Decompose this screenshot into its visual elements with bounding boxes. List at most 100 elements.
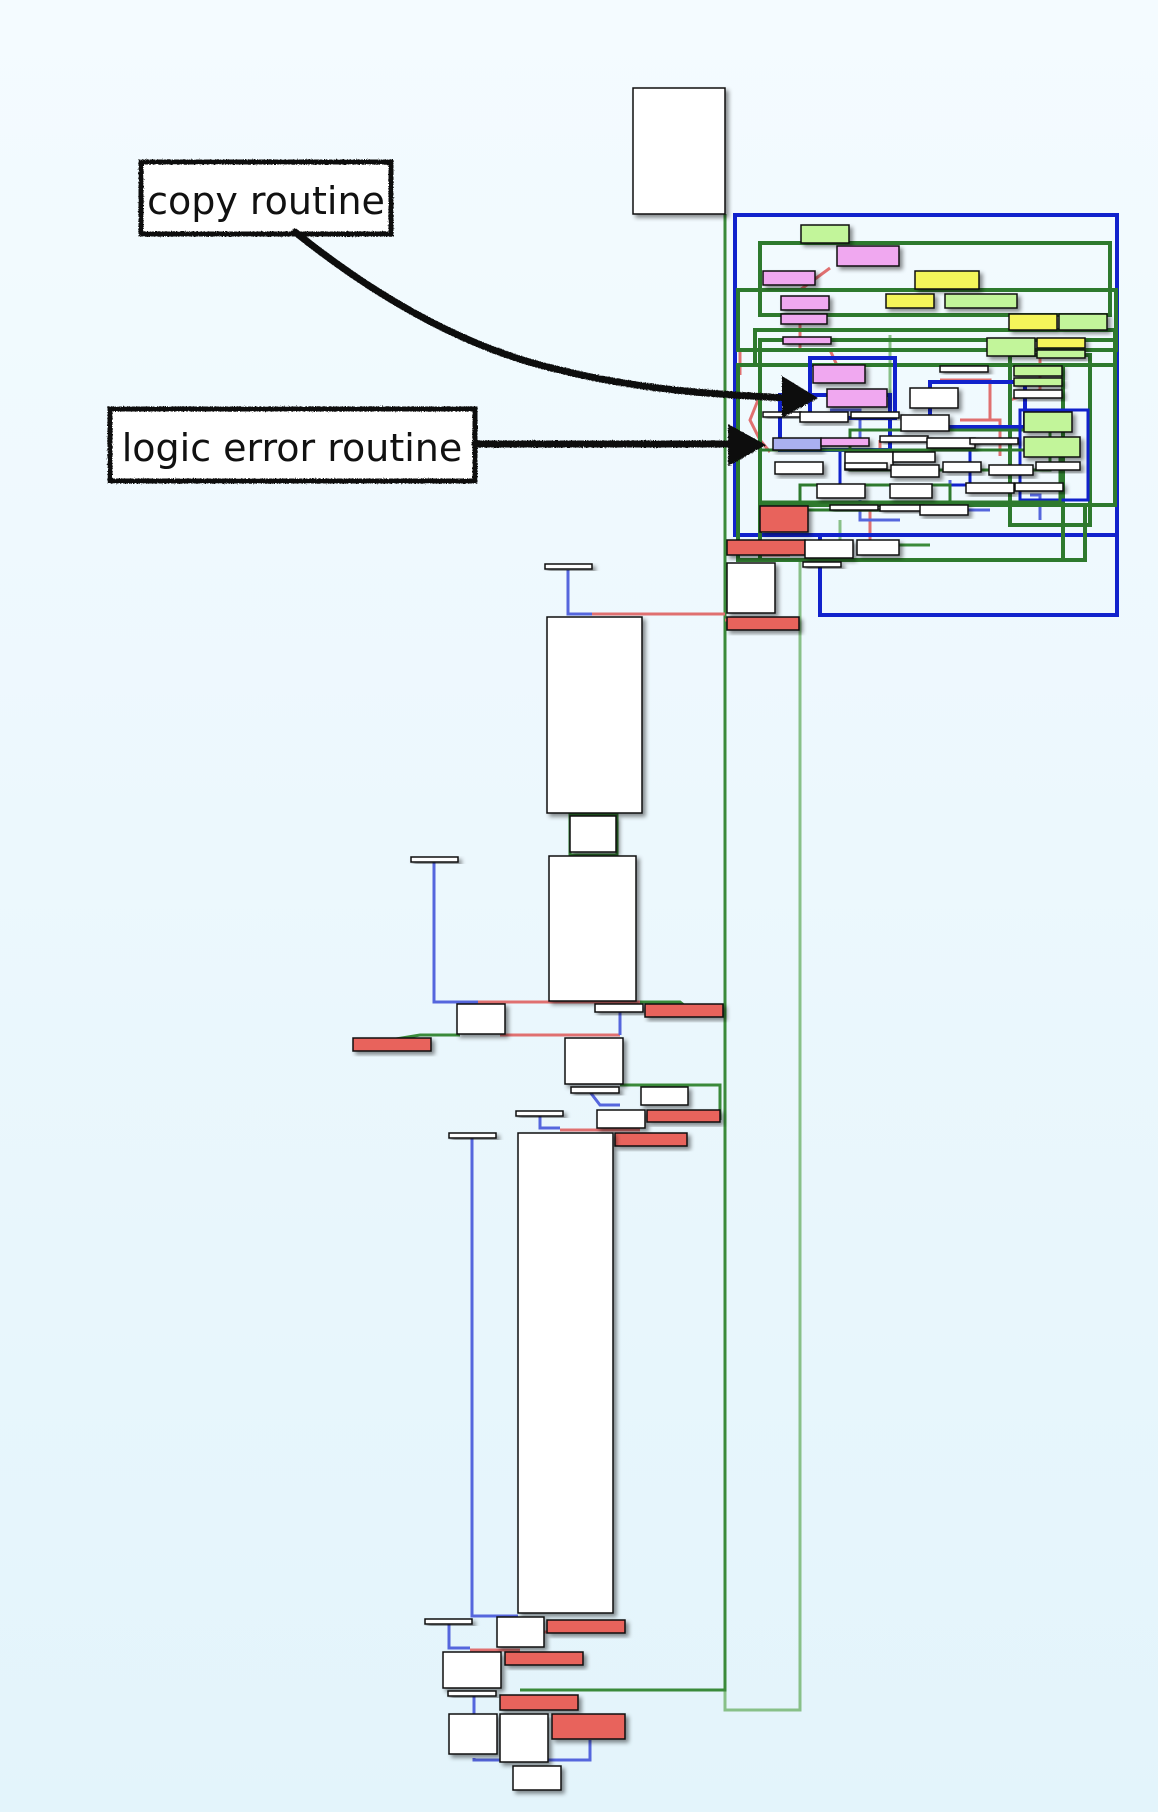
cfg-edge: [470, 1136, 518, 1618]
basic-block: [614, 1132, 688, 1147]
annotation-copy-routine: copy routine: [138, 159, 394, 237]
basic-block: [448, 1132, 497, 1139]
basic-block: [1014, 482, 1064, 492]
basic-block: [499, 1713, 549, 1763]
basic-block: [546, 616, 643, 814]
basic-block: [1035, 461, 1081, 471]
basic-block: [1058, 313, 1108, 331]
basic-block: [892, 451, 936, 463]
basic-block: [594, 1003, 644, 1013]
basic-block: [759, 505, 809, 533]
basic-block: [548, 855, 637, 1002]
basic-block: [640, 1086, 689, 1106]
basic-block: [850, 411, 900, 419]
basic-block: [512, 1765, 562, 1791]
loop-boxes-layer: [568, 213, 1119, 857]
loop-box: [818, 533, 1119, 617]
basic-block: [816, 483, 866, 499]
basic-block: [829, 504, 879, 511]
basic-block: [410, 856, 459, 863]
basic-block: [909, 387, 959, 409]
cfg-edge: [748, 394, 772, 453]
basic-block: [782, 336, 832, 345]
basic-block: [802, 561, 842, 568]
basic-block: [942, 461, 982, 473]
basic-block: [986, 337, 1036, 357]
basic-blocks-layer: [352, 87, 1108, 1791]
basic-block: [1013, 377, 1063, 387]
cfg-edge: [540, 1740, 592, 1762]
basic-block: [774, 461, 824, 475]
basic-block: [772, 437, 822, 451]
basic-block: [646, 1109, 721, 1123]
basic-block: [800, 224, 850, 244]
basic-block: [544, 563, 593, 570]
basic-block: [1023, 411, 1073, 433]
basic-block: [1036, 337, 1086, 349]
hand-drawn-arrow-icon: [291, 228, 818, 418]
basic-block: [456, 1003, 506, 1035]
basic-block: [1008, 313, 1058, 331]
basic-block: [1036, 349, 1086, 359]
cfg-edge: [520, 214, 727, 1692]
basic-block: [424, 1618, 473, 1625]
cfg-edge: [588, 1091, 620, 1107]
basic-block: [447, 1690, 497, 1697]
basic-block: [632, 87, 726, 215]
cfg-edge: [1030, 493, 1042, 520]
basic-block: [879, 435, 929, 443]
basic-block: [780, 313, 828, 325]
basic-block: [564, 1037, 624, 1085]
basic-block: [804, 539, 854, 559]
basic-block: [442, 1651, 502, 1689]
basic-block: [726, 539, 806, 556]
basic-block: [569, 815, 617, 853]
basic-block: [826, 388, 888, 408]
basic-block: [546, 1619, 626, 1634]
basic-block: [515, 1110, 564, 1117]
cfg-edge: [566, 570, 592, 616]
basic-block: [889, 483, 933, 499]
basic-block: [780, 295, 830, 311]
basic-block: [1013, 389, 1063, 399]
cfg-edge: [447, 1620, 470, 1650]
basic-block: [726, 562, 776, 614]
basic-block: [812, 364, 866, 384]
basic-block: [644, 1003, 724, 1018]
basic-block: [448, 1713, 498, 1755]
loop-box: [1018, 408, 1090, 502]
basic-block: [914, 270, 980, 290]
cfg-edge: [432, 862, 478, 1004]
basic-block: [799, 411, 849, 423]
basic-block: [969, 437, 1019, 445]
basic-block: [496, 1616, 545, 1648]
basic-block: [879, 504, 925, 512]
basic-block: [1013, 365, 1063, 377]
annotation-copy-label: copy routine: [147, 179, 385, 223]
basic-block: [504, 1651, 584, 1666]
loop-box: [736, 288, 1118, 352]
cfg-edge: [538, 1115, 560, 1130]
hand-drawn-arrow-icon: [471, 424, 766, 466]
basic-block: [570, 1086, 620, 1094]
basic-block: [820, 437, 870, 447]
basic-block: [352, 1037, 432, 1052]
basic-block: [919, 504, 969, 516]
loop-box: [758, 448, 1062, 504]
basic-block: [890, 464, 940, 478]
basic-block: [965, 482, 1015, 494]
basic-block: [499, 1694, 579, 1711]
basic-block: [726, 616, 800, 631]
cfg-edge: [620, 1083, 722, 1120]
annotation-logic-label: logic error routine: [122, 426, 463, 470]
basic-block: [885, 293, 935, 309]
basic-block: [939, 365, 989, 373]
loop-box: [758, 241, 1112, 317]
basic-block: [900, 414, 950, 432]
annotation-logic-error-routine: logic error routine: [107, 406, 478, 484]
basic-block: [596, 1109, 646, 1129]
basic-block: [944, 293, 1018, 309]
basic-block: [988, 464, 1034, 476]
basic-block: [551, 1713, 626, 1740]
